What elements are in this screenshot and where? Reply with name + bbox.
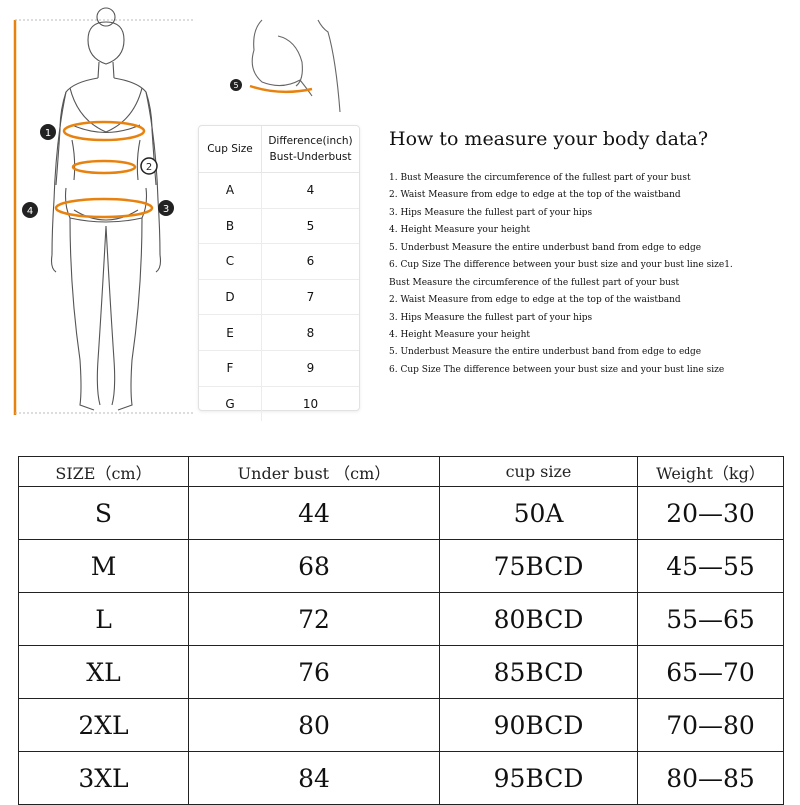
marker-1: 1 (40, 124, 56, 140)
cup-size-cell: 75BCD (439, 539, 638, 593)
under-bust-cell: 72 (188, 592, 440, 646)
marker-5: 5 (230, 79, 242, 91)
cup-size-cell: 80BCD (439, 592, 638, 646)
difference-header-line1: Difference(inch) (268, 135, 353, 147)
body-figure-svg (13, 7, 341, 415)
difference-header: Difference(inch) Bust-Underbust (262, 126, 359, 172)
bust-ring (62, 120, 146, 142)
weight-cell: 80—85 (637, 751, 784, 805)
size-cell: M (18, 539, 189, 593)
cup-letter: C (199, 244, 262, 279)
under-bust-cell: 76 (188, 645, 440, 699)
instruction-step: 6. Cup Size The difference between your … (389, 260, 733, 271)
svg-text:1: 1 (45, 128, 51, 139)
under-bust-cell: 80 (188, 698, 440, 752)
instruction-step: 2. Waist Measure from edge to edge at th… (389, 295, 681, 306)
cup-letter: G (199, 386, 262, 422)
cup-letter: A (199, 173, 262, 208)
cup-size-table: Cup Size Difference(inch) Bust-Underbust… (198, 125, 360, 422)
cup-table-header: Cup Size Difference(inch) Bust-Underbust (199, 126, 359, 173)
instruction-step: 3. Hips Measure the fullest part of your… (389, 207, 593, 218)
marker-4: 4 (22, 202, 38, 218)
cup-difference: 6 (306, 254, 315, 269)
svg-text:4: 4 (27, 206, 33, 217)
cup-difference: 7 (306, 290, 315, 305)
size-row: S 44 50A 20—30 (18, 486, 784, 540)
weight-cell: 65—70 (637, 645, 784, 699)
cup-letter: E (199, 315, 262, 350)
marker-2: 2 (140, 157, 158, 175)
cup-difference: 10 (302, 396, 319, 411)
instruction-step: 5. Underbust Measure the entire underbus… (389, 347, 702, 358)
cup-letter: D (199, 279, 262, 315)
svg-text:2: 2 (146, 162, 152, 173)
size-cell: 3XL (18, 751, 189, 805)
size-table-header-row: SIZE（cm） Under bust （cm） cup size Weight… (18, 456, 784, 487)
cup-size-cell: 85BCD (439, 645, 638, 699)
weight-cell: 45—55 (637, 539, 784, 593)
cup-difference: 9 (306, 361, 315, 376)
size-header: SIZE（cm） (18, 456, 189, 487)
weight-header: Weight（kg） (637, 456, 784, 487)
under-bust-header: Under bust （cm） (188, 456, 440, 487)
under-bust-cell: 68 (188, 539, 440, 593)
size-row: XL 76 85BCD 65—70 (18, 645, 784, 699)
size-cell: S (18, 486, 189, 540)
size-row: L 72 80BCD 55—65 (18, 592, 784, 646)
instruction-step: 1. Bust Measure the circumference of the… (389, 173, 691, 183)
marker-layer: 1 2 3 4 5 (22, 79, 242, 218)
weight-cell: 20—30 (637, 486, 784, 540)
size-cell: 2XL (18, 698, 189, 752)
instructions-list: 1. Bust Measure the circumference of the… (389, 170, 794, 379)
cup-difference: 5 (306, 218, 315, 233)
measurement-illustration: 1 2 3 4 5 (0, 0, 380, 420)
under-bust-cell: 44 (188, 486, 440, 540)
instructions-title: How to measure your body data? (389, 128, 709, 150)
difference-header-line2: Bust-Underbust (269, 151, 352, 163)
size-cell: L (18, 592, 189, 646)
cup-row: G 10 (199, 386, 359, 422)
instruction-step: 5. Underbust Measure the entire underbus… (389, 242, 702, 253)
cup-letter: F (199, 350, 262, 386)
size-cell: XL (18, 645, 189, 699)
cup-letter: B (199, 208, 262, 244)
size-row: M 68 75BCD 45—55 (18, 539, 784, 593)
instruction-step: Bust Measure the circumference of the fu… (389, 277, 680, 288)
svg-text:3: 3 (163, 204, 169, 215)
female-body-outline (50, 7, 162, 411)
underbust-ring (249, 84, 313, 94)
instruction-step: 6. Cup Size The difference between your … (389, 364, 725, 375)
under-bust-cell: 84 (188, 751, 440, 805)
waist-ring (71, 159, 137, 175)
hips-ring (54, 197, 154, 219)
instruction-step: 2. Waist Measure from edge to edge at th… (389, 190, 681, 201)
instruction-step: 4. Height Measure your height (389, 329, 530, 340)
bust-sketch (251, 19, 341, 113)
size-row: 2XL 80 90BCD 70—80 (18, 698, 784, 752)
cup-difference: 4 (306, 183, 315, 198)
size-row: 3XL 84 95BCD 80—85 (18, 751, 784, 805)
weight-cell: 70—80 (637, 698, 784, 752)
svg-text:5: 5 (233, 81, 238, 90)
cup-size-cell: 50A (439, 486, 638, 540)
marker-3: 3 (158, 200, 174, 216)
cup-size-cell: 90BCD (439, 698, 638, 752)
cup-size-header: Cup Size (199, 126, 262, 172)
cup-size-cell: 95BCD (439, 751, 638, 805)
instruction-step: 4. Height Measure your height (389, 225, 530, 236)
cup-difference: 8 (306, 325, 315, 340)
weight-cell: 55—65 (637, 592, 784, 646)
size-chart-table: SIZE（cm） Under bust （cm） cup size Weight… (18, 456, 784, 805)
instruction-step: 3. Hips Measure the fullest part of your… (389, 312, 593, 323)
cup-size-column-header: cup size (439, 456, 638, 487)
